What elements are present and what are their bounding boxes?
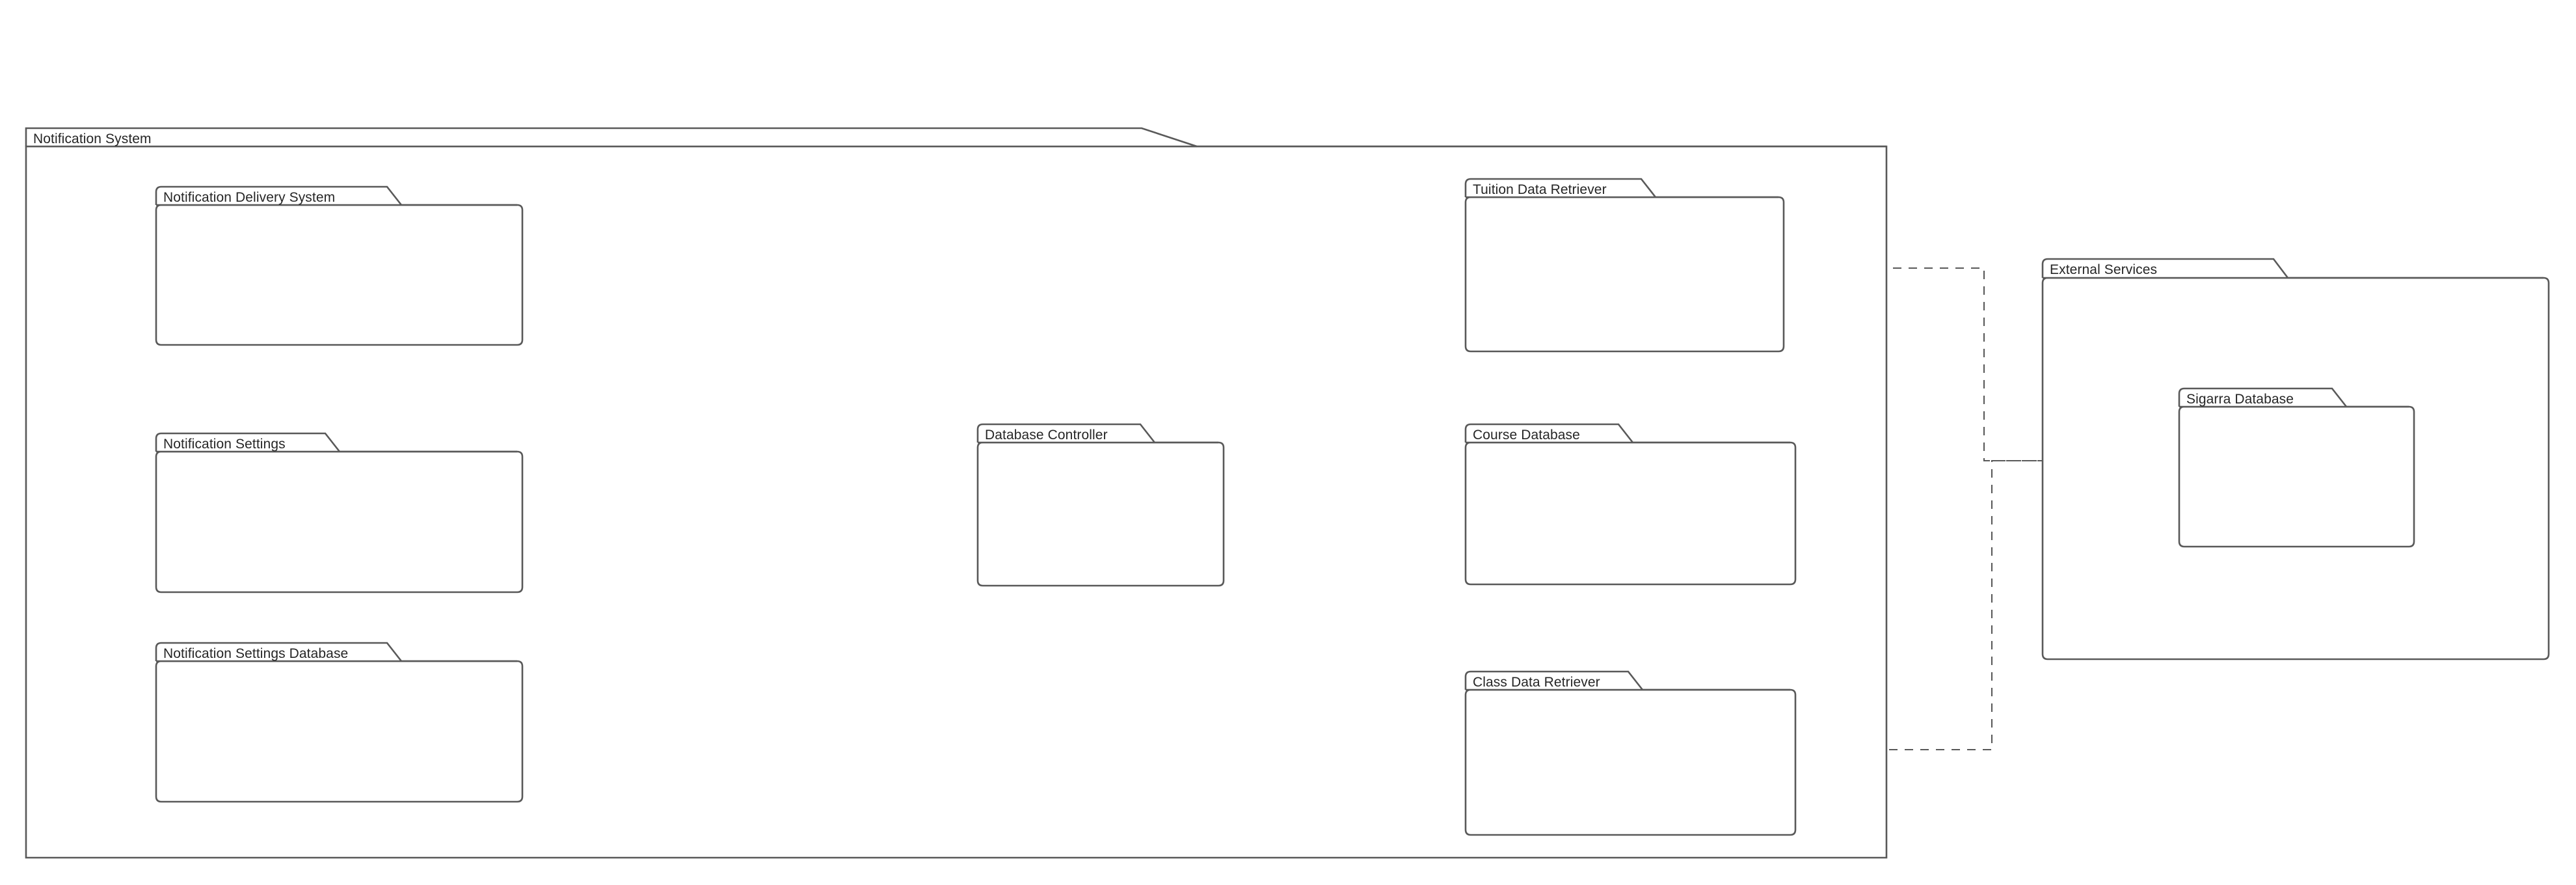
package-body [1464, 196, 1785, 353]
package-notification-delivery-system[interactable] [155, 185, 524, 346]
package-label-course-database: Course Database [1473, 428, 1580, 442]
package-course-database[interactable] [1464, 423, 1797, 586]
package-label-external-services: External Services [2050, 262, 2158, 277]
package-label-tuition-data-retriever: Tuition Data Retriever [1473, 182, 1607, 197]
package-body [2178, 405, 2415, 548]
package-label-sigarra-database: Sigarra Database [2186, 392, 2294, 407]
package-sigarra-database[interactable] [2178, 387, 2415, 548]
package-tab [155, 642, 403, 662]
package-label-database-controller: Database Controller [985, 428, 1108, 442]
package-notification-settings-database[interactable] [155, 642, 524, 803]
package-body [155, 660, 524, 803]
package-layer [25, 127, 2550, 860]
package-tuition-data-retriever[interactable] [1464, 178, 1785, 353]
package-body [155, 204, 524, 346]
package-tab [2041, 258, 2289, 279]
package-label-notification-delivery-system: Notification Delivery System [163, 190, 336, 205]
package-tab [155, 185, 403, 206]
package-label-notification-system: Notification System [33, 131, 152, 146]
package-body [1464, 688, 1797, 836]
package-body [976, 441, 1225, 587]
package-label-class-data-retriever: Class Data Retriever [1473, 675, 1600, 690]
package-database-controller[interactable] [976, 423, 1225, 587]
package-tab [1464, 423, 1634, 443]
package-label-notification-settings: Notification Settings [163, 437, 286, 452]
package-tab [25, 127, 1198, 148]
package-tab [1464, 670, 1644, 690]
package-tab [976, 423, 1156, 443]
package-tab [155, 432, 341, 452]
package-class-data-retriever[interactable] [1464, 670, 1797, 836]
package-body [155, 450, 524, 593]
package-tab [1464, 178, 1657, 198]
package-label-notification-settings-database: Notification Settings Database [163, 646, 349, 661]
package-tab [2178, 387, 2348, 407]
package-notification-settings[interactable] [155, 432, 524, 593]
connector-class-data-retriever-to-sigarra[interactable] [1795, 461, 2171, 751]
package-body [1464, 441, 1797, 586]
